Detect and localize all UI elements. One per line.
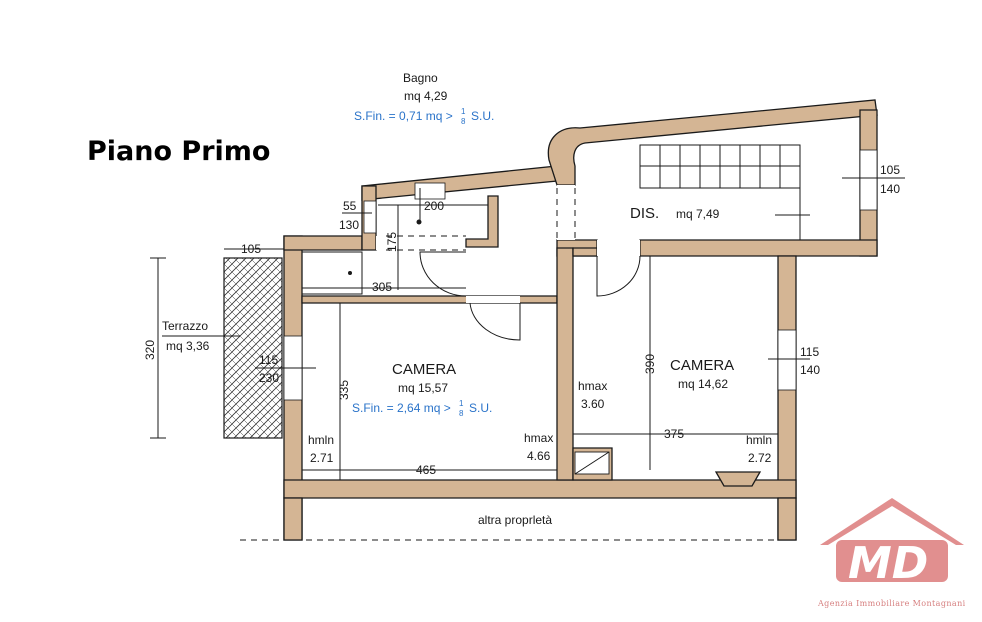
bagno-name: Bagno <box>403 71 438 85</box>
dim-175: 175 <box>385 232 399 252</box>
window4-height: 140 <box>880 182 900 196</box>
window1-height: 130 <box>339 218 359 232</box>
hmin-right-value: 2.72 <box>748 451 772 465</box>
dimension-lines <box>150 177 905 480</box>
fixtures <box>301 188 610 475</box>
window3-width: 115 <box>800 345 819 359</box>
dis-name: DIS. <box>630 205 659 222</box>
terrazzo-area: mq 3,36 <box>166 339 210 353</box>
dim-335: 335 <box>337 380 351 400</box>
hmin-left-label: hmln <box>308 433 334 447</box>
window2-height: 230 <box>259 371 279 385</box>
altra-proprieta-label: altra proprletà <box>478 513 552 527</box>
bagno-sfin: S.Fin. = 0,71 mq > <box>354 109 453 123</box>
window2-width: 115 <box>259 353 278 367</box>
camera2-area: mq 14,62 <box>678 377 728 391</box>
doors <box>419 251 641 341</box>
terrazzo-name: Terrazzo <box>162 319 208 333</box>
camera1-area: mq 15,57 <box>398 381 448 395</box>
bagno-area: mq 4,29 <box>404 89 448 103</box>
dim-305: 305 <box>372 280 392 294</box>
camera2-name: CAMERA <box>670 357 734 374</box>
dim-105: 105 <box>241 242 261 256</box>
agency-logo: MD Agenzia Immobiliare Montagnani <box>817 498 966 608</box>
camera1-fraction-den: 8 <box>459 409 464 418</box>
dim-390: 390 <box>643 354 657 374</box>
dashed-lines <box>240 188 790 541</box>
hmax-left-value: 4.66 <box>527 449 551 463</box>
camera1-fraction-num: 1 <box>459 399 464 408</box>
hmax-mid-value: 3.60 <box>581 397 605 411</box>
camera1-name: CAMERA <box>392 361 456 378</box>
window3-height: 140 <box>800 363 820 377</box>
camera1-sfin: S.Fin. = 2,64 mq > <box>352 401 451 415</box>
dim-200: 200 <box>424 199 444 213</box>
camera1-ratio: S.U. <box>469 401 492 415</box>
plan-title: Piano Primo <box>87 136 270 167</box>
bagno-fraction-num: 1 <box>461 107 466 116</box>
window1-width: 55 <box>343 199 357 213</box>
window4-width: 105 <box>880 163 900 177</box>
terrace <box>223 257 283 439</box>
dim-465: 465 <box>416 463 436 477</box>
hmax-left-label: hmax <box>524 431 553 445</box>
agency-name: Agenzia Immobiliare Montagnani <box>817 599 966 608</box>
dis-area: mq 7,49 <box>676 207 720 221</box>
bagno-ratio: S.U. <box>471 109 494 123</box>
dim-320: 320 <box>143 340 157 360</box>
bagno-fraction-den: 8 <box>461 117 466 126</box>
staircase <box>639 144 810 240</box>
dim-375: 375 <box>664 427 684 441</box>
hmin-right-label: hmln <box>746 433 772 447</box>
logo-md-text: MD <box>848 538 928 589</box>
hmin-left-value: 2.71 <box>310 451 334 465</box>
hmax-mid-label: hmax <box>578 379 607 393</box>
